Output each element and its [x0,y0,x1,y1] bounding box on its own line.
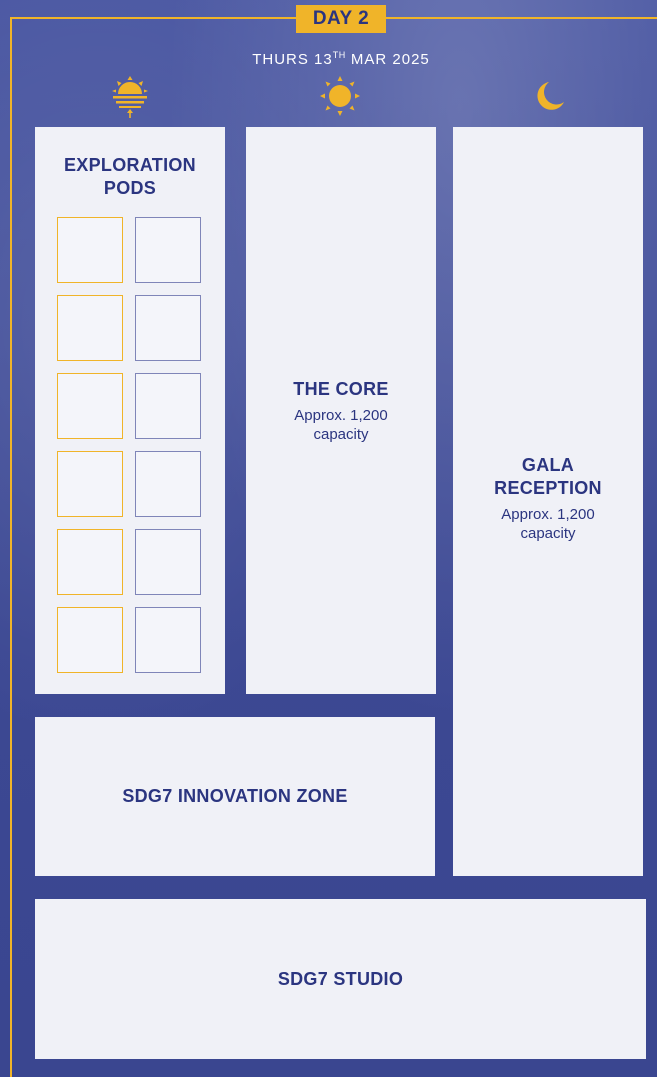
pod [135,607,201,673]
exploration-pods-title-line1: EXPLORATION [64,155,196,175]
gala-reception-capacity: Approx. 1,200 capacity [453,505,643,543]
gala-reception-zone: GALA RECEPTION Approx. 1,200 capacity [453,127,643,876]
pod [135,529,201,595]
pod [57,295,123,361]
studio-title: SDG7 STUDIO [277,968,404,989]
pod [135,217,201,283]
innovation-zone: SDG7 INNOVATION ZONE [35,717,435,876]
pod [57,373,123,439]
gala-reception-title-line1: GALA [521,455,575,475]
date-label: THURS 13TH MAR 2025 [0,50,657,68]
gala-reception-title: GALA RECEPTION [453,454,643,500]
day-badge: DAY 2 [296,5,386,33]
pod [57,529,123,595]
moon-icon [537,82,564,110]
studio-zone: SDG7 STUDIO [35,899,646,1059]
the-core-capacity-line2: capacity [313,425,369,443]
gala-reception-title-line2: RECEPTION [494,478,602,498]
date-suffix: MAR 2025 [345,51,430,68]
pod [57,451,123,517]
sunrise-icon [112,76,148,118]
exploration-pods-title-line2: PODS [103,178,157,198]
date-prefix: THURS 13 [252,51,333,68]
exploration-pods-zone: EXPLORATION PODS [35,127,225,694]
frame-border-top-right [386,17,657,19]
gala-reception-capacity-line1: Approx. 1,200 [501,506,595,523]
frame-border-top-left [10,17,296,19]
exploration-pods-title: EXPLORATION PODS [35,127,225,200]
pod [135,295,201,361]
date-ordinal: TH [332,50,346,60]
sun-icon [320,76,360,116]
pods-grid [57,217,201,673]
pod [57,607,123,673]
pod [57,217,123,283]
gala-reception-capacity-line2: capacity [520,525,576,542]
frame-border-left [10,17,12,1077]
the-core-capacity: Approx. 1,200 capacity [294,406,387,444]
pod [135,373,201,439]
pod [135,451,201,517]
the-core-capacity-line1: Approx. 1,200 [294,406,388,424]
the-core-zone: THE CORE Approx. 1,200 capacity [246,127,436,694]
innovation-zone-title: SDG7 INNOVATION ZONE [122,786,348,806]
the-core-title: THE CORE [293,378,389,399]
